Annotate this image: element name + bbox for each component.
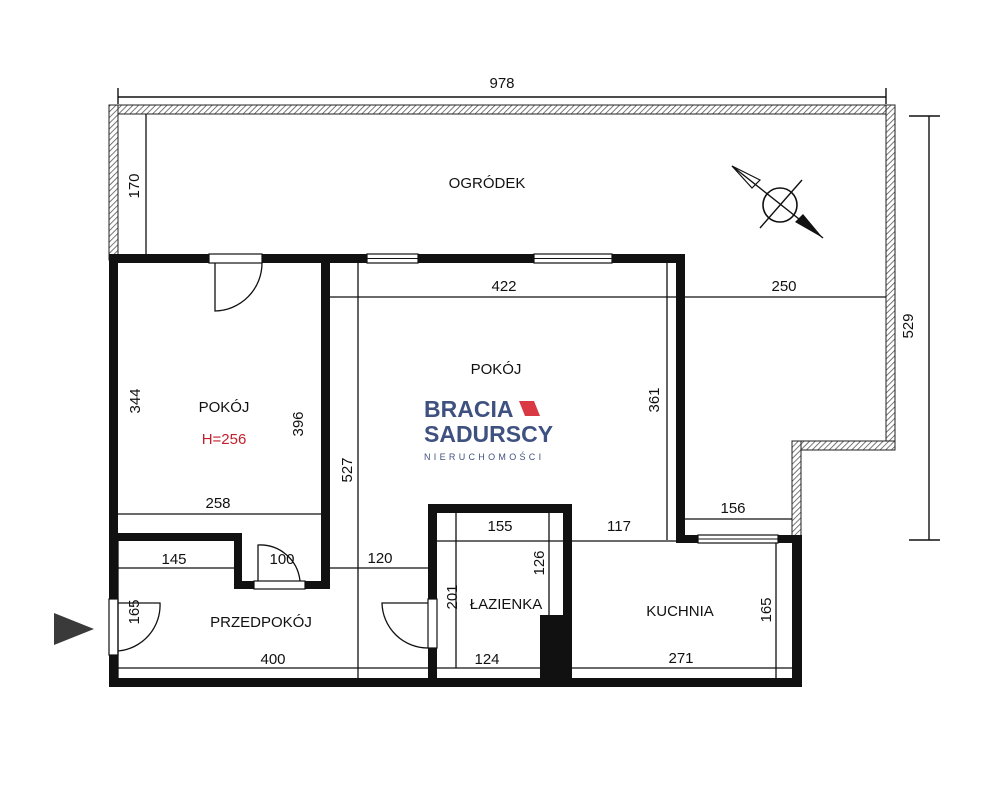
dim-hall-mid: 120	[367, 550, 392, 567]
dim-bath-width: 124	[474, 651, 499, 668]
entrance-arrow-icon	[54, 613, 94, 645]
room-label-bathroom: ŁAZIENKA	[470, 596, 543, 613]
garden-boundary	[108, 104, 896, 542]
dim-main-room-width: 422	[491, 278, 516, 295]
company-logo: BRACIA SADURSCY NIERUCHOMOŚCI	[424, 396, 553, 462]
room-label-kitchen: KUCHNIA	[646, 603, 714, 620]
dimension-lines	[117, 88, 940, 541]
walls	[109, 254, 802, 687]
dim-bath-height: 126	[531, 550, 548, 575]
height-label: H=256	[202, 431, 247, 448]
room-label-main-room: POKÓJ	[471, 361, 522, 378]
room-labels: OGRÓDEK POKÓJ H=256 POKÓJ PRZEDPOKÓJ ŁAZ…	[196, 173, 718, 633]
doors	[108, 253, 438, 656]
dim-garden-depth: 170	[126, 173, 143, 198]
inner-lines	[117, 114, 886, 680]
room-label-garden: OGRÓDEK	[449, 175, 526, 192]
dim-kitchen-top: 117	[607, 518, 631, 535]
logo-line1: BRACIA	[424, 396, 513, 422]
dim-hall-entry: 165	[126, 599, 143, 624]
dim-kitchen-step: 156	[720, 500, 745, 517]
dim-main-room-depth: 527	[339, 457, 356, 482]
dim-terrace-width: 250	[771, 278, 796, 295]
dim-kitchen-width: 271	[668, 650, 693, 667]
dim-right-total: 529	[900, 313, 917, 338]
dim-kitchen-height: 165	[758, 597, 775, 622]
dim-top-total: 978	[489, 75, 514, 92]
dim-hall-width: 400	[260, 651, 285, 668]
dim-left-room-height: 344	[127, 388, 144, 413]
room-label-hall: PRZEDPOKÓJ	[210, 614, 312, 631]
dim-hall-top-left: 145	[161, 551, 186, 568]
dim-bath-width-top: 155	[487, 518, 512, 535]
dim-left-room-width: 258	[205, 495, 230, 512]
dimension-numbers: 978 529 170 344 396 258 422 250 361 527 …	[126, 75, 917, 668]
dim-left-room-inner: 396	[290, 411, 307, 436]
dim-main-room-height: 361	[646, 387, 663, 412]
room-label-left-room: POKÓJ	[199, 399, 250, 416]
logo-tagline: NIERUCHOMOŚCI	[424, 451, 544, 462]
logo-line2: SADURSCY	[424, 421, 553, 447]
windows	[366, 253, 779, 544]
dim-hall-door: 100	[269, 551, 294, 568]
compass-icon	[731, 165, 824, 239]
dim-bath-door-h: 201	[444, 584, 461, 609]
